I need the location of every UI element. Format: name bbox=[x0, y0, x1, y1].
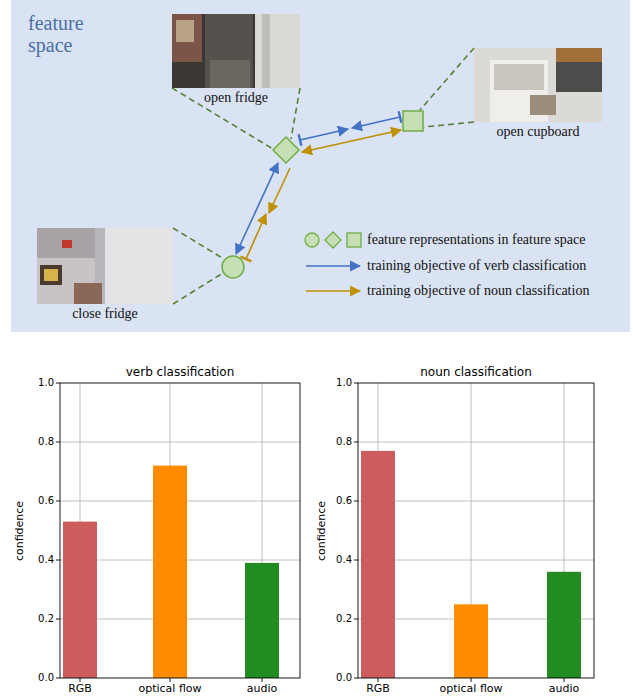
feature-markers bbox=[222, 111, 423, 278]
legend-entry: training objective of noun classificatio… bbox=[367, 283, 589, 299]
chart-title: noun classification bbox=[376, 365, 576, 379]
photo-area bbox=[172, 14, 300, 88]
category-label: audio bbox=[519, 682, 609, 695]
category-label: RGB bbox=[333, 682, 423, 695]
tick-label: 0.2 bbox=[22, 612, 54, 626]
tick-label: 0.6 bbox=[320, 494, 352, 508]
image-node: close fridge bbox=[37, 228, 173, 322]
tick-label: 0.2 bbox=[320, 612, 352, 626]
tick-label: 0.0 bbox=[320, 671, 352, 685]
tick-label-wrap: 0.0 bbox=[320, 671, 352, 685]
panel-background bbox=[11, 0, 630, 332]
tick-label-wrap: 0.8 bbox=[320, 435, 352, 449]
tick-label: 1.0 bbox=[22, 376, 54, 390]
axis-label: confidence bbox=[314, 491, 330, 571]
tick-label: 0.4 bbox=[320, 553, 352, 567]
tick-label-wrap: 0.4 bbox=[320, 553, 352, 567]
tick-label-wrap: 0.2 bbox=[320, 612, 352, 626]
chart-title-wrap: noun classification bbox=[376, 365, 576, 379]
verb-chart bbox=[56, 383, 300, 682]
tick-label: 0.6 bbox=[22, 494, 54, 508]
tick-label-wrap: 1.0 bbox=[320, 376, 352, 390]
tick-label: 0.0 bbox=[22, 671, 54, 685]
tick-label-wrap: 0.0 bbox=[22, 671, 54, 685]
tick-label-wrap: 0.2 bbox=[22, 612, 54, 626]
legend-samples bbox=[305, 232, 361, 291]
photo-area bbox=[474, 48, 602, 122]
tick-label-wrap: 1.0 bbox=[22, 376, 54, 390]
chart-title: verb classification bbox=[80, 365, 280, 379]
axis-label: confidence bbox=[12, 491, 28, 571]
tick-label-wrap: 0.4 bbox=[22, 553, 54, 567]
tick-label-wrap: 0.6 bbox=[22, 494, 54, 508]
noun-chart bbox=[354, 383, 594, 682]
tick-label: 1.0 bbox=[320, 376, 352, 390]
photo-close-fridge bbox=[37, 228, 173, 304]
axis-label-wrap: confidence bbox=[314, 491, 330, 571]
category-label-wrap: RGB bbox=[333, 682, 423, 695]
category-label: RGB bbox=[35, 682, 125, 695]
image-caption: open fridge bbox=[172, 90, 300, 106]
legend-entry: feature representations in feature space bbox=[367, 232, 585, 248]
tick-label-wrap: 0.6 bbox=[320, 494, 352, 508]
tick-label: 0.8 bbox=[320, 435, 352, 449]
tick-label: 0.8 bbox=[22, 435, 54, 449]
category-label-wrap: audio bbox=[217, 682, 307, 695]
legend-text: training objective of verb classificatio… bbox=[367, 258, 586, 274]
image-node: open cupboard bbox=[474, 48, 602, 140]
panel-title: feature space bbox=[28, 12, 124, 56]
image-caption: close fridge bbox=[37, 306, 173, 322]
photo-area bbox=[37, 228, 173, 304]
category-label: optical flow bbox=[125, 682, 215, 695]
tick-label-wrap: 0.8 bbox=[22, 435, 54, 449]
legend-text: feature representations in feature space bbox=[367, 232, 585, 248]
legend-text: training objective of noun classificatio… bbox=[367, 283, 589, 299]
category-label-wrap: RGB bbox=[35, 682, 125, 695]
category-label: optical flow bbox=[426, 682, 516, 695]
axis-label-wrap: confidence bbox=[12, 491, 28, 571]
category-label-wrap: optical flow bbox=[125, 682, 215, 695]
image-caption: open cupboard bbox=[474, 124, 602, 140]
category-label-wrap: audio bbox=[519, 682, 609, 695]
legend-entry: training objective of verb classificatio… bbox=[367, 258, 586, 274]
category-label: audio bbox=[217, 682, 307, 695]
tick-label: 0.4 bbox=[22, 553, 54, 567]
image-node: open fridge bbox=[172, 14, 300, 106]
panel-title-wrap: feature space bbox=[28, 12, 124, 56]
photo-open-cupboard bbox=[474, 48, 602, 122]
chart-title-wrap: verb classification bbox=[80, 365, 280, 379]
category-label-wrap: optical flow bbox=[426, 682, 516, 695]
photo-open-fridge bbox=[172, 14, 300, 88]
